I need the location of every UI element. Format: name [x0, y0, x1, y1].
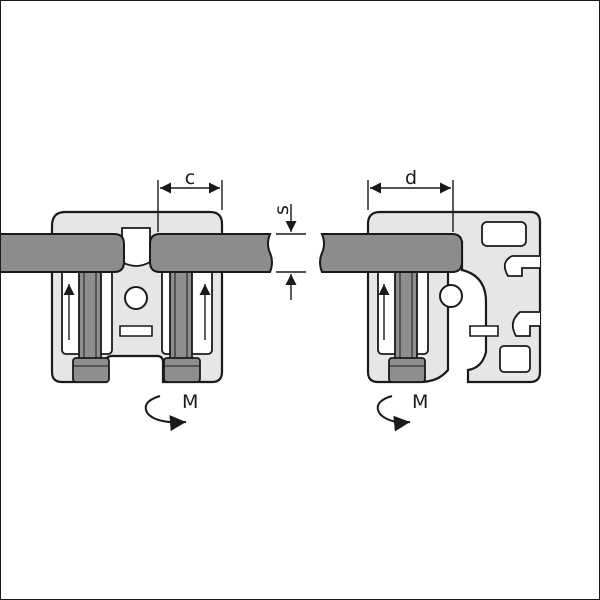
- moment-arrow-left: [144, 395, 187, 432]
- panel-right: [319, 233, 463, 273]
- left-screw-1: [72, 269, 110, 383]
- moment-label-right: M: [412, 391, 428, 413]
- dimension-s: [276, 204, 306, 300]
- dimension-s-label: s: [271, 205, 293, 215]
- panels: [0, 233, 463, 273]
- left-center-step: [119, 325, 153, 337]
- dimension-c-label: c: [185, 167, 195, 189]
- dimension-d-label: d: [405, 167, 417, 189]
- panel-left: [0, 233, 125, 273]
- right-top-cavity: [481, 221, 527, 247]
- right-upper-slot: [503, 255, 540, 277]
- panel-middle: [149, 233, 273, 273]
- moment-arrow-right: [376, 395, 411, 432]
- right-inner-slot: [469, 325, 499, 337]
- moment-label-left: M: [182, 391, 198, 413]
- left-center-slot: [121, 227, 151, 267]
- left-screw-2: [163, 269, 201, 383]
- left-center-hole: [124, 286, 148, 310]
- right-center-hole: [439, 284, 463, 308]
- left-clamp-arrows: [63, 284, 211, 340]
- dimension-c: [157, 180, 223, 232]
- right-lower-slot: [511, 311, 540, 337]
- right-bottom-cavity: [499, 345, 531, 373]
- right-screw: [388, 269, 426, 383]
- dimension-d: [367, 180, 454, 232]
